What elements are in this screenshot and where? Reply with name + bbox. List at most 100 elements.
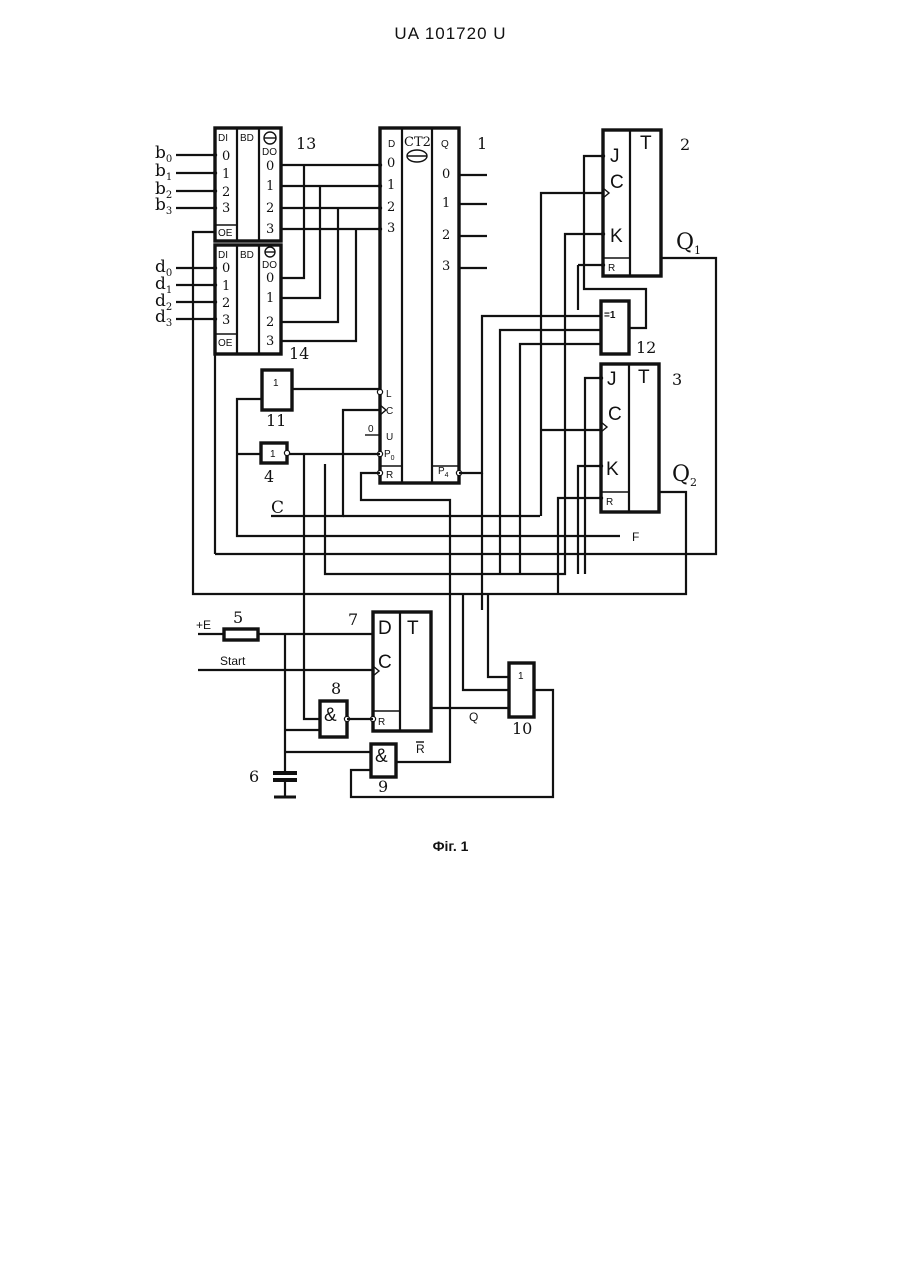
- svg-text:P0: P0: [384, 449, 395, 462]
- block-7-number: 7: [348, 610, 358, 629]
- block-14-in-pin-2: 2: [222, 296, 230, 311]
- block-13-bd-label: BD: [240, 133, 254, 144]
- power-plus-e: +E: [196, 618, 211, 632]
- block-14-out-pin-3: 3: [266, 334, 274, 349]
- block-1-q-pin-3: 3: [442, 259, 450, 274]
- block-2-k-label: K: [610, 226, 623, 247]
- figure-caption: Фіг. 1: [0, 838, 901, 854]
- signal-r-bar: R: [416, 742, 425, 756]
- svg-text:P4: P4: [438, 466, 449, 479]
- block-8-and: & 8: [320, 679, 350, 737]
- output-q2: Q: [672, 462, 690, 487]
- block-3-number: 3: [672, 370, 682, 389]
- block-13-in-pin-3: 3: [222, 201, 230, 216]
- input-b2-sub: 2: [166, 190, 172, 201]
- block-14-oe-label: OE: [218, 338, 233, 349]
- block-14-in-pin-0: 0: [222, 261, 230, 276]
- input-b3: b: [155, 195, 166, 215]
- block-1-counter: D CT2 Q 0 1 2 3 0 1 2 3 L C U P0 R P4 0 …: [365, 128, 487, 483]
- input-b0-sub: 0: [166, 154, 172, 165]
- block-1-r-label: R: [386, 470, 393, 481]
- block-7-c-label: C: [378, 652, 392, 673]
- input-b0: b: [155, 143, 166, 163]
- signal-q: Q: [469, 710, 478, 724]
- block-1-q-pin-2: 2: [442, 228, 450, 243]
- block-2-t-label: T: [640, 133, 652, 154]
- block-2-r-label: R: [608, 263, 615, 274]
- block-14-bd-label: BD: [240, 250, 254, 261]
- block-1-d-label: D: [388, 139, 395, 150]
- block-7-d-label: D: [378, 618, 392, 639]
- block-11-not: 1 11: [262, 370, 292, 430]
- block-12-xor: =1 12: [601, 301, 656, 357]
- block-1-q-label: Q: [441, 139, 449, 150]
- block-1-c-label: C: [386, 406, 393, 417]
- block-11-label: 1: [273, 378, 279, 389]
- block-1-p0-sub: 0: [391, 455, 395, 462]
- signal-start: Start: [220, 654, 246, 668]
- block-13: DI BD DO OE 0 1 2 3 0 1 2 3 13: [215, 128, 316, 241]
- block-2-j-label: J: [610, 146, 620, 167]
- block-1-q-pin-0: 0: [442, 167, 450, 182]
- block-6-number: 6: [249, 767, 259, 786]
- block-13-do-label: DO: [262, 147, 277, 158]
- block-14-out-pin-2: 2: [266, 315, 274, 330]
- block-1-l-label: L: [386, 389, 392, 400]
- input-b1: b: [155, 161, 166, 181]
- block-1-u-label: U: [386, 432, 393, 443]
- input-d2-sub: 2: [166, 302, 172, 313]
- block-4-label: 1: [270, 449, 276, 460]
- block-3-r-label: R: [606, 497, 613, 508]
- input-d3-sub: 3: [166, 318, 172, 329]
- input-d3: d: [155, 307, 166, 327]
- block-14-out-pin-1: 1: [266, 291, 274, 306]
- output-q1: Q: [676, 230, 694, 255]
- block-8-number: 8: [331, 679, 341, 698]
- block-13-in-pin-1: 1: [222, 167, 230, 182]
- block-1-d-pin-3: 3: [387, 221, 395, 236]
- block-13-out-pin-2: 2: [266, 201, 274, 216]
- d-inputs: d0 d1 d2 d3: [155, 257, 217, 329]
- block-11-number: 11: [266, 411, 286, 430]
- block-13-number: 13: [296, 134, 316, 153]
- signal-f: F: [632, 530, 639, 544]
- output-q1-sub: 1: [694, 244, 701, 257]
- block-13-in-pin-0: 0: [222, 149, 230, 164]
- block-13-out-pin-3: 3: [266, 222, 274, 237]
- block-2-c-label: C: [610, 172, 624, 193]
- block-7-r-label: R: [378, 717, 385, 728]
- block-6-capacitor: 6: [249, 634, 297, 797]
- block-10-or: 1 10: [509, 663, 534, 738]
- block-10-number: 10: [512, 719, 532, 738]
- block-14-in-pin-1: 1: [222, 279, 230, 294]
- block-3-k-label: K: [606, 459, 619, 480]
- block-14-di-label: DI: [218, 250, 228, 261]
- block-3-j-label: J: [607, 369, 617, 390]
- block-9-label: &: [375, 746, 388, 767]
- input-d1-sub: 1: [166, 285, 172, 296]
- input-b1-sub: 1: [166, 172, 172, 183]
- block-1-q-pin-1: 1: [442, 196, 450, 211]
- input-d0-sub: 0: [166, 268, 172, 279]
- block-13-oe-label: OE: [218, 228, 233, 239]
- block-1-d-pin-0: 0: [387, 156, 395, 171]
- block-1-d-pin-1: 1: [387, 178, 395, 193]
- block-10-label: 1: [518, 671, 524, 682]
- block-13-in-pin-2: 2: [222, 185, 230, 200]
- block-12-label: =1: [604, 310, 616, 321]
- block-14: DI BD DO OE 0 1 2 3 0 1 2 3 14: [215, 245, 309, 363]
- block-13-out-pin-1: 1: [266, 179, 274, 194]
- block-1-number: 1: [477, 134, 487, 153]
- block-13-di-label: DI: [218, 133, 228, 144]
- block-4-number: 4: [264, 467, 274, 486]
- block-3-jk-trigger: J T C K R 3: [599, 364, 682, 512]
- block-7-t-label: T: [407, 618, 419, 639]
- block-1-p4-sub: 4: [445, 472, 449, 479]
- block-12-number: 12: [636, 338, 656, 357]
- block-9-and: & 9: [371, 744, 396, 796]
- b-inputs: b0 b1 b2 b3: [155, 143, 217, 217]
- block-1-d-pin-2: 2: [387, 200, 395, 215]
- svg-text:Q1: Q1: [676, 230, 701, 257]
- block-3-t-label: T: [638, 367, 650, 388]
